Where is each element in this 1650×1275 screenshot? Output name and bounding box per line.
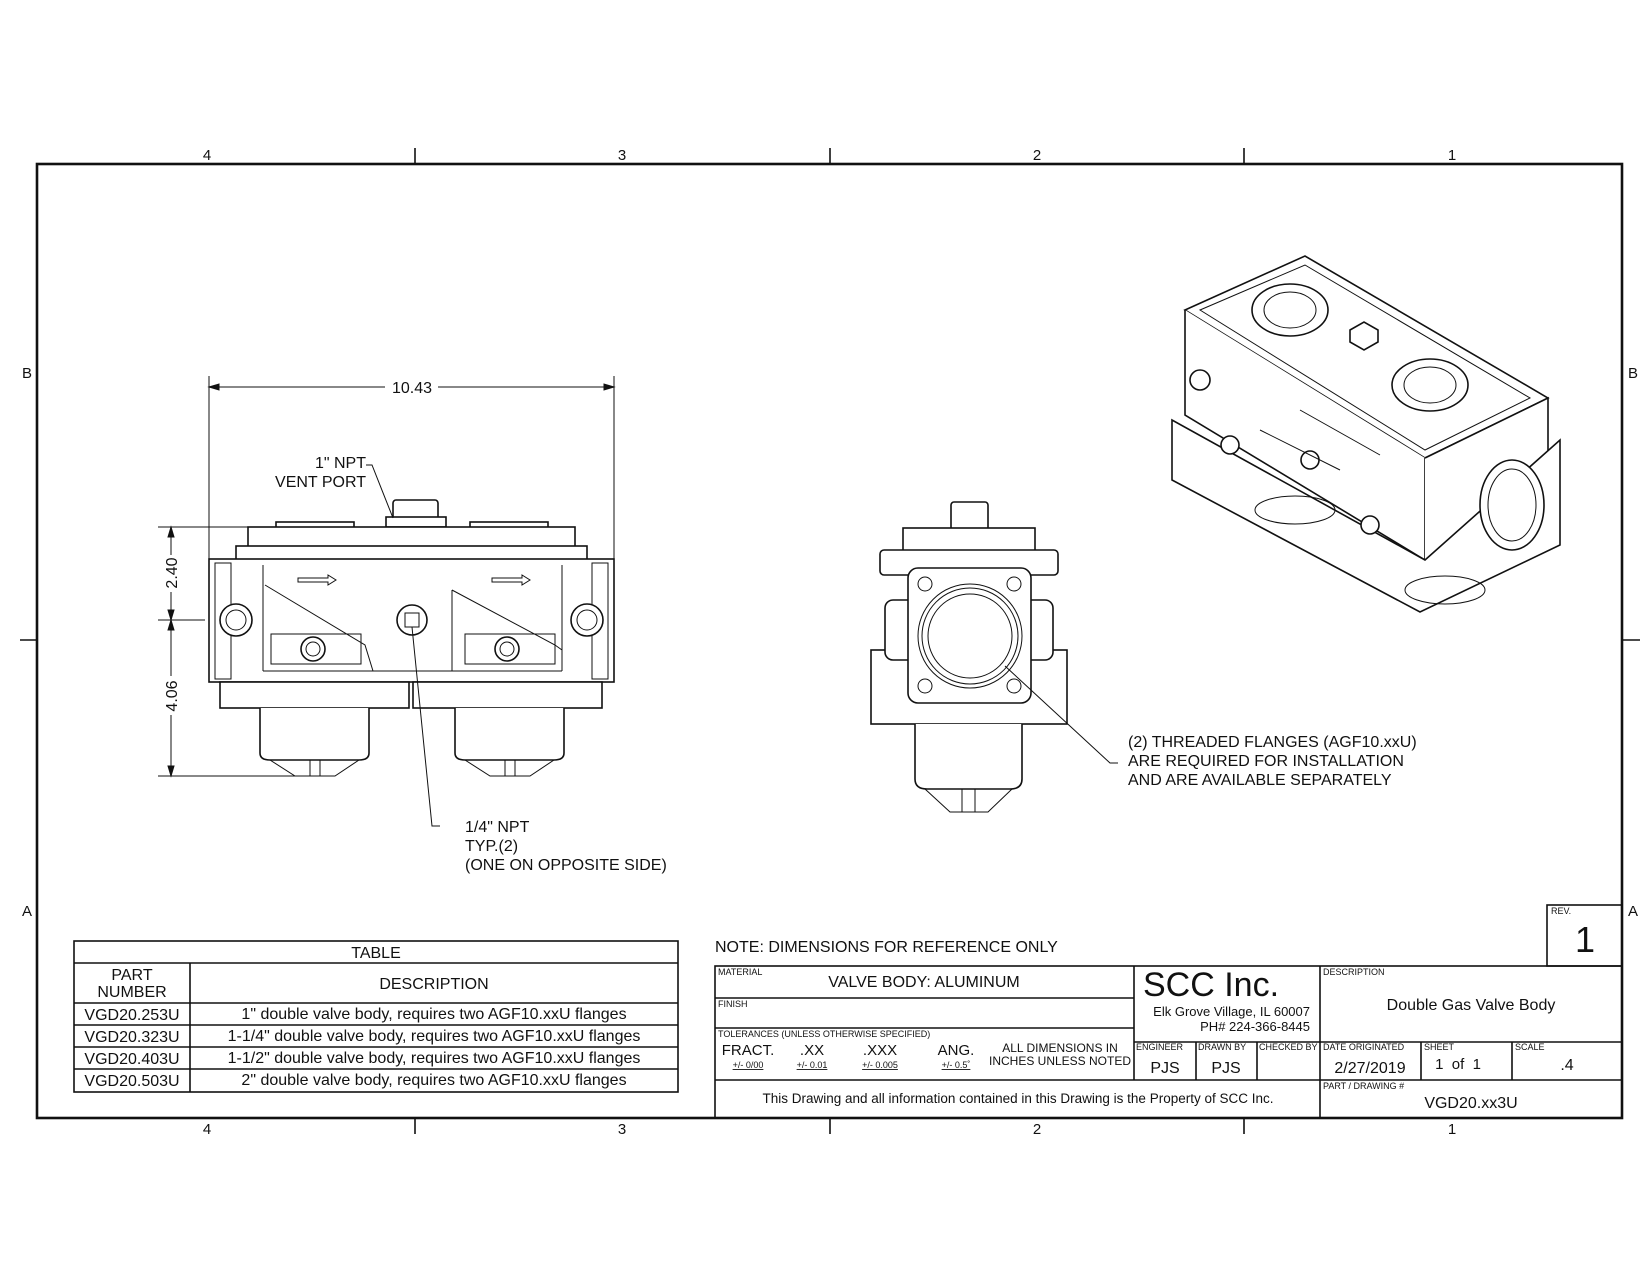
zone-col-3: 3 [618, 147, 626, 164]
zone-col-1-bottom: 1 [1448, 1121, 1456, 1138]
part-number: VGD20.403U [84, 1051, 179, 1068]
part-number: VGD20.503U [84, 1073, 179, 1090]
port-note-line2: TYP.(2) [465, 838, 518, 855]
header-description: DESCRIPTION [379, 976, 488, 993]
part-drawing-label: PART / DRAWING # [1323, 1081, 1404, 1091]
zone-row-a: A [22, 903, 32, 920]
header-part-number-line1: PART [111, 967, 152, 984]
company-name: SCC Inc. [1143, 966, 1279, 1004]
zone-col-3-bottom: 3 [618, 1121, 626, 1138]
flange-note-line2: ARE REQUIRED FOR INSTALLATION [1128, 753, 1404, 770]
finish-label: FINISH [718, 999, 748, 1009]
actuator-left [259, 708, 370, 761]
units-note-line2: INCHES UNLESS NOTED [989, 1054, 1131, 1068]
engineer-value: PJS [1150, 1060, 1179, 1077]
tolerances-label: TOLERANCES (UNLESS OTHERWISE SPECIFIED) [718, 1029, 930, 1039]
flange-note-line3: AND ARE AVAILABLE SEPARATELY [1128, 772, 1392, 789]
zone-labels: 4 3 2 1 4 3 2 1 B B A A [22, 147, 1638, 1138]
part-description: 1-1/4" double valve body, requires two A… [228, 1028, 641, 1045]
part-description: 1" double valve body, requires two AGF10… [241, 1006, 626, 1023]
material-value: VALVE BODY: ALUMINUM [828, 974, 1019, 991]
property-note: This Drawing and all information contain… [763, 1091, 1274, 1106]
side-view: (2) THREADED FLANGES (AGF10.xxU) ARE REQ… [870, 501, 1417, 813]
tolerance-ang-value: +/- 0.5˚ [942, 1060, 971, 1070]
part-description: 2" double valve body, requires two AGF10… [241, 1072, 626, 1089]
actuator-right [454, 708, 565, 761]
zone-row-a-right: A [1628, 903, 1638, 920]
port-note-line3: (ONE ON OPPOSITE SIDE) [465, 857, 667, 874]
rev-label: REV. [1551, 906, 1571, 916]
drawn-by-value: PJS [1211, 1060, 1240, 1077]
flange-face [907, 567, 1032, 704]
zone-row-b-right: B [1628, 365, 1638, 382]
vent-note-line2: VENT PORT [275, 474, 366, 491]
vent-leader [366, 464, 394, 519]
port-note-line1: 1/4" NPT [465, 819, 530, 836]
zone-col-2: 2 [1033, 147, 1041, 164]
company-address: Elk Grove Village, IL 60007 [1153, 1004, 1310, 1019]
tolerance-ang: ANG. [938, 1042, 975, 1059]
rev-value: 1 [1575, 919, 1595, 960]
scale-label: SCALE [1515, 1042, 1545, 1052]
title-block: REV. 1 MATERIAL VALVE BODY: ALUMINUM FIN… [714, 904, 1623, 1119]
table-row: VGD20.503U 2" double valve body, require… [84, 1072, 626, 1090]
part-drawing-number: VGD20.xx3U [1424, 1095, 1517, 1112]
sheet-label: SHEET [1424, 1042, 1455, 1052]
zone-col-1: 1 [1448, 147, 1456, 164]
sheet-value: 1 of 1 [1435, 1056, 1481, 1073]
tolerance-xx-value: +/- 0.01 [797, 1060, 828, 1070]
flange-leader [1004, 665, 1118, 764]
part-description: 1-1/2" double valve body, requires two A… [228, 1050, 641, 1067]
material-label: MATERIAL [718, 967, 762, 977]
dim-overall-width: 10.43 [392, 380, 432, 397]
zone-col-4: 4 [203, 147, 211, 164]
tolerance-xx: .XX [800, 1042, 824, 1059]
table-row: VGD20.253U 1" double valve body, require… [84, 1006, 626, 1024]
part-number: VGD20.323U [84, 1029, 179, 1046]
table-row: VGD20.323U 1-1/4" double valve body, req… [84, 1028, 640, 1046]
table-row: VGD20.403U 1-1/2" double valve body, req… [84, 1050, 640, 1068]
front-view: 10.43 2.40 4.06 1" NPT VENT PORT 1/4" NP… [158, 376, 667, 874]
units-note-line1: ALL DIMENSIONS IN [1002, 1041, 1118, 1055]
tolerance-fract: FRACT. [722, 1042, 775, 1059]
zone-col-4-bottom: 4 [203, 1121, 211, 1138]
isometric-view [1171, 255, 1561, 613]
description-value: Double Gas Valve Body [1387, 997, 1556, 1014]
part-number: VGD20.253U [84, 1007, 179, 1024]
table-title: TABLE [351, 945, 401, 962]
dimension-lines [158, 376, 616, 778]
reference-note: NOTE: DIMENSIONS FOR REFERENCE ONLY [715, 939, 1058, 956]
zone-row-b: B [22, 365, 32, 382]
vent-note-line1: 1" NPT [315, 455, 366, 472]
checked-by-label: CHECKED BY [1259, 1042, 1318, 1052]
port-leader [411, 626, 440, 827]
date-value: 2/27/2019 [1334, 1060, 1405, 1077]
engineer-label: ENGINEER [1136, 1042, 1184, 1052]
zone-ticks [20, 148, 1640, 1134]
dim-lower-height: 4.06 [164, 680, 181, 711]
date-label: DATE ORIGINATED [1323, 1042, 1405, 1052]
drawn-by-label: DRAWN BY [1198, 1042, 1246, 1052]
zone-col-2-bottom: 2 [1033, 1121, 1041, 1138]
tolerance-xxx-value: +/- 0.005 [862, 1060, 898, 1070]
description-label: DESCRIPTION [1323, 967, 1385, 977]
header-part-number-line2: NUMBER [97, 984, 166, 1001]
dim-upper-height: 2.40 [164, 557, 181, 588]
parts-table: TABLE PART NUMBER DESCRIPTION VGD20.253U… [73, 940, 679, 1093]
tolerance-xxx: .XXX [863, 1042, 897, 1059]
scale-value: .4 [1560, 1057, 1573, 1074]
company-phone: PH# 224-366-8445 [1200, 1019, 1310, 1034]
tolerance-fract-value: +/- 0/00 [733, 1060, 764, 1070]
flange-note-line1: (2) THREADED FLANGES (AGF10.xxU) [1128, 734, 1417, 751]
